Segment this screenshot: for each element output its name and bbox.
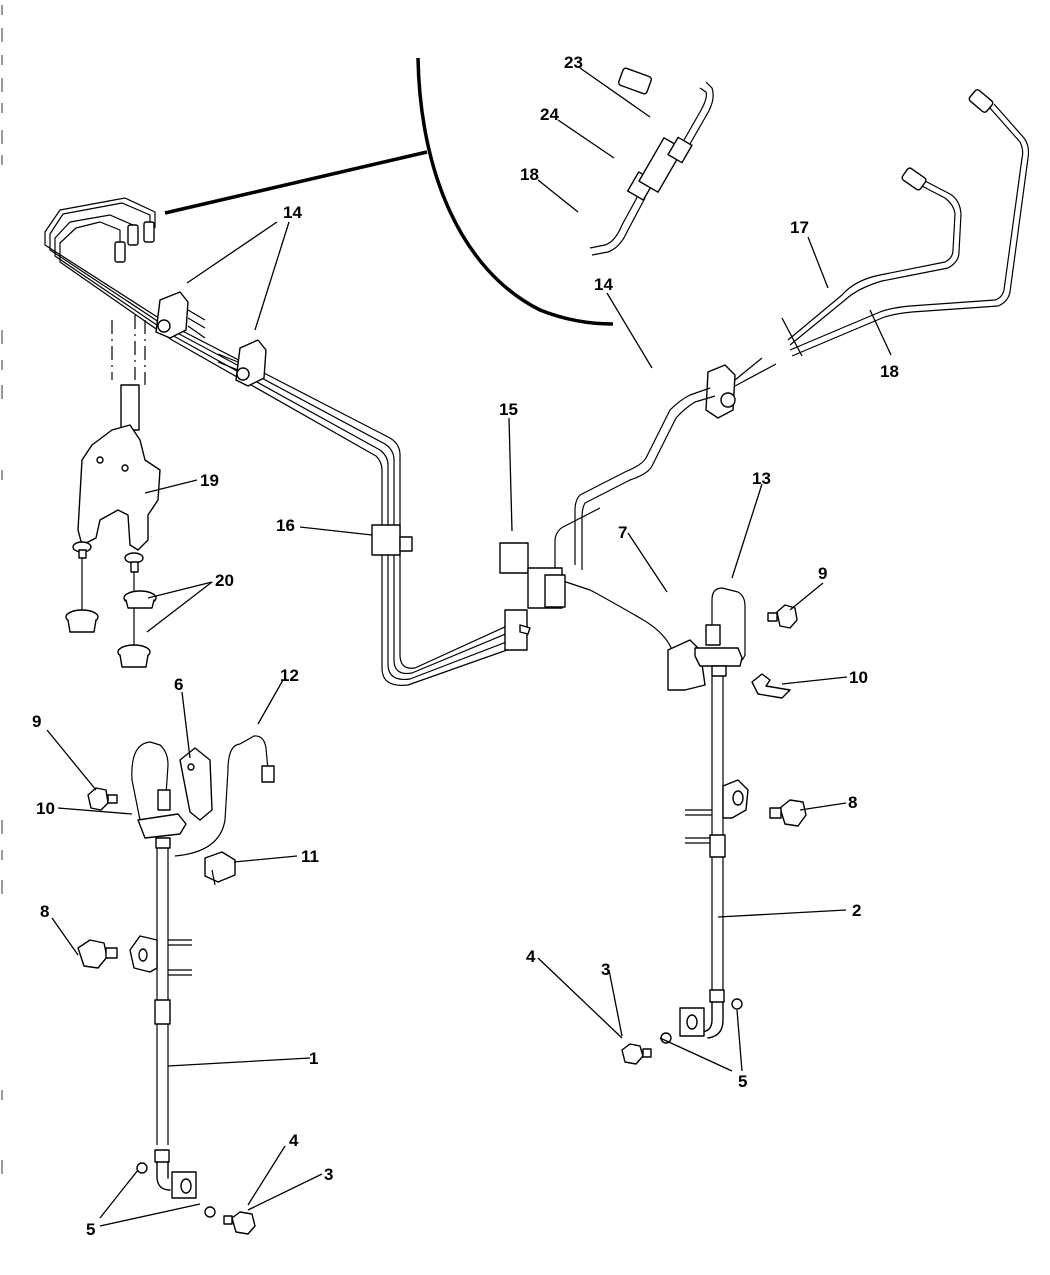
callout-19: 19 [200, 471, 219, 490]
callout-17: 17 [790, 218, 809, 237]
callout-labels: 23 24 18 14 14 17 18 15 16 19 20 13 7 9 … [32, 53, 899, 1239]
detail-inset-arc [416, 57, 614, 326]
clip-16 [371, 524, 401, 556]
callout-3: 3 [324, 1165, 333, 1184]
inset-union-assembly [589, 67, 714, 256]
clip-14-left [155, 291, 206, 339]
clip-14-middle [217, 339, 267, 387]
hardware-left-bottom [136, 1162, 256, 1235]
callout-12: 12 [280, 666, 299, 685]
junction-block-15 [499, 542, 566, 651]
callout-5: 5 [86, 1220, 95, 1239]
callout-7: 7 [618, 523, 627, 542]
callout-13: 13 [752, 469, 771, 488]
callout-9: 9 [818, 564, 827, 583]
bolt-8-right [769, 799, 807, 827]
bolt-9-left [87, 787, 118, 811]
margin-marks [1, 5, 3, 1174]
callout-14: 14 [283, 203, 302, 222]
grommets-20 [65, 590, 157, 668]
bolt-8-left [77, 939, 118, 969]
callout-2: 2 [852, 901, 861, 920]
callout-15: 15 [499, 400, 518, 419]
callout-5: 5 [738, 1072, 747, 1091]
callout-6: 6 [174, 675, 183, 694]
callout-4: 4 [289, 1131, 299, 1150]
callout-8: 8 [40, 902, 49, 921]
bracket-19 [72, 315, 161, 655]
callout-20: 20 [215, 571, 234, 590]
hardware-right-bottom [621, 998, 743, 1065]
main-tube-bundle [44, 197, 525, 686]
callout-18: 18 [880, 362, 899, 381]
callout-14: 14 [594, 275, 613, 294]
callout-4: 4 [526, 947, 536, 966]
clip-11 [204, 851, 236, 886]
tube-17-18 [787, 89, 1030, 357]
callout-10: 10 [36, 799, 55, 818]
callout-8: 8 [848, 793, 857, 812]
clip-10-right [751, 673, 791, 699]
callout-18: 18 [520, 165, 539, 184]
callout-11: 11 [301, 847, 319, 866]
callout-10: 10 [849, 668, 868, 687]
callout-16: 16 [276, 516, 295, 535]
right-tube-run [554, 387, 716, 681]
leader-lines [46, 67, 892, 1227]
clip-14-right [705, 357, 777, 419]
bolt-9-right [767, 604, 798, 629]
callout-9: 9 [32, 712, 41, 731]
callout-3: 3 [601, 960, 610, 979]
hose-1-assembly [129, 735, 275, 1199]
hose-2-assembly [667, 587, 749, 1039]
detail-pointer-line [164, 150, 428, 215]
callout-23: 23 [564, 53, 583, 72]
callout-24: 24 [540, 105, 559, 124]
callout-1: 1 [309, 1049, 318, 1068]
